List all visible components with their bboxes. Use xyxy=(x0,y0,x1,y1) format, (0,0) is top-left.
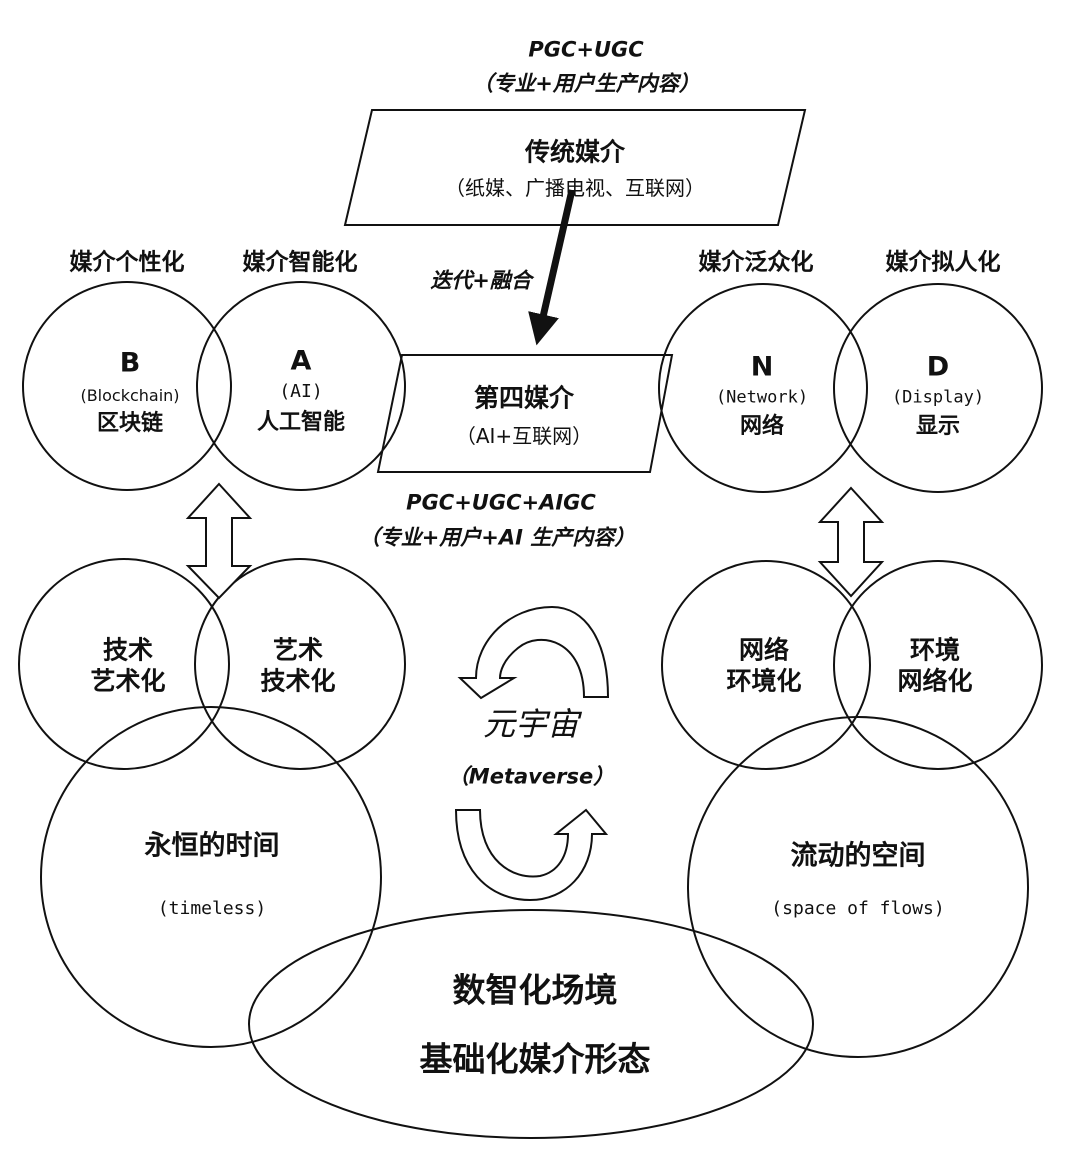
iterate-fuse-label: 迭代+融合 xyxy=(430,268,532,293)
circle-tech-art xyxy=(18,558,230,770)
header-personalization: 媒介个性化 xyxy=(69,249,185,276)
ellipse-digital-scene xyxy=(248,909,814,1139)
cycle-arrow-bottom xyxy=(454,808,609,902)
space-flows-sub: (space of flows) xyxy=(771,898,945,919)
fourth-media-sub: （AI+互联网） xyxy=(455,424,593,448)
env-network-line1: 环境 xyxy=(909,635,961,665)
metaverse-title: 元宇宙 xyxy=(482,705,580,743)
b-chinese: 区块链 xyxy=(96,411,164,436)
circle-timeless xyxy=(40,706,382,1048)
b-english: (Blockchain) xyxy=(80,386,180,405)
tech-art-line1: 技术 xyxy=(102,635,154,665)
circle-network-env xyxy=(661,560,871,770)
header-popularization: 媒介泛众化 xyxy=(698,249,814,276)
d-english: (Display) xyxy=(891,387,985,408)
d-letter: D xyxy=(926,351,950,383)
env-network-line2: 网络化 xyxy=(897,666,973,696)
network-env-line2: 环境化 xyxy=(726,666,802,696)
circle-env-network xyxy=(833,560,1043,770)
tech-art-line2: 艺术化 xyxy=(90,666,166,696)
traditional-media-title: 传统媒介 xyxy=(524,137,626,167)
fourth-media-title: 第四媒介 xyxy=(473,383,575,413)
digital-scene-line1: 数智化场境 xyxy=(452,970,618,1010)
art-tech-line2: 技术化 xyxy=(260,666,336,696)
a-letter: A xyxy=(290,345,312,377)
circle-network xyxy=(658,283,868,493)
pgc-ugc-label: PGC+UGC xyxy=(528,37,644,62)
circle-display xyxy=(833,283,1043,493)
iteration-arrow xyxy=(528,189,576,346)
pgc-ugc-desc: （专业+用户生产内容） xyxy=(472,71,700,96)
network-env-line1: 网络 xyxy=(738,635,790,665)
pgc-ugc-aigc-desc: （专业+用户+AI 生产内容） xyxy=(358,525,636,550)
n-chinese: 网络 xyxy=(739,414,785,439)
traditional-media-sub: （纸媒、广播电视、互联网） xyxy=(445,176,705,200)
a-english: (AI) xyxy=(279,381,323,402)
space-flows-title: 流动的空间 xyxy=(790,840,926,872)
art-tech-line1: 艺术 xyxy=(272,635,324,665)
fourth-media-box xyxy=(376,354,674,473)
circle-blockchain xyxy=(22,281,232,491)
circle-art-tech xyxy=(194,558,406,770)
d-chinese: 显示 xyxy=(915,414,961,439)
digital-scene-line2: 基础化媒介形态 xyxy=(419,1039,651,1079)
circle-space-of-flows xyxy=(687,716,1029,1058)
circle-ai xyxy=(196,281,406,491)
n-english: (Network) xyxy=(715,387,809,408)
traditional-media-box xyxy=(343,109,807,226)
double-arrow-left xyxy=(185,482,253,600)
cycle-arrow-top xyxy=(457,605,610,700)
metaverse-sub: （Metaverse） xyxy=(447,764,615,789)
a-chinese: 人工智能 xyxy=(256,410,346,435)
b-letter: B xyxy=(119,347,141,379)
timeless-sub: (timeless) xyxy=(157,898,267,919)
header-intelligence: 媒介智能化 xyxy=(242,249,358,276)
n-letter: N xyxy=(750,351,774,383)
timeless-title: 永恒的时间 xyxy=(144,830,280,862)
pgc-ugc-aigc-label: PGC+UGC+AIGC xyxy=(406,490,596,515)
header-personification: 媒介拟人化 xyxy=(885,249,1001,276)
double-arrow-right xyxy=(817,486,885,598)
